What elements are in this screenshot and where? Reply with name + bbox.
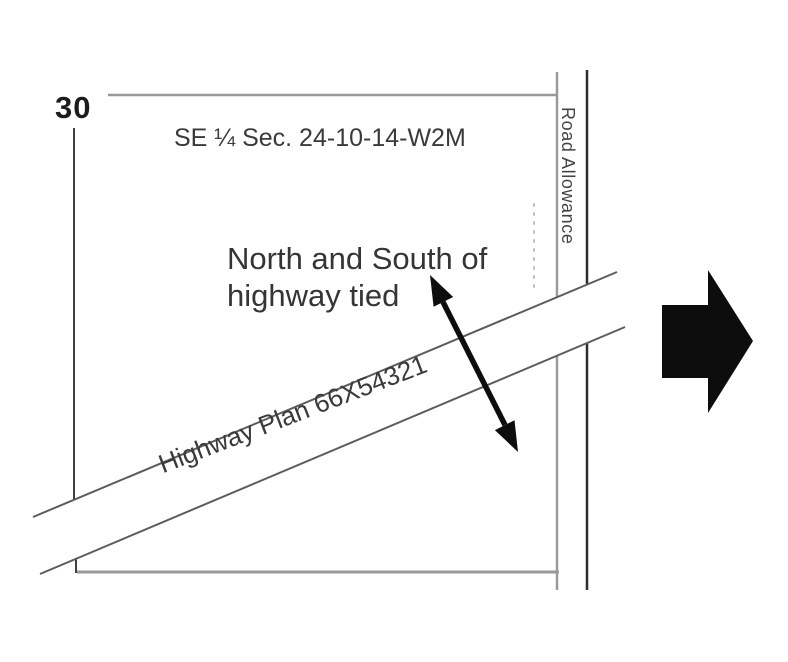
right-arrow-icon[interactable] — [662, 270, 753, 413]
double-arrow-shaft — [440, 300, 508, 427]
section-label: SE ¼ Sec. 24-10-14-W2M — [174, 124, 466, 152]
double-headed-arrow-icon — [430, 275, 518, 452]
double-arrow-head-north — [430, 275, 454, 307]
highway-north-edge-line — [32, 271, 618, 518]
highway-tie-note: North and South of highway tied — [227, 241, 488, 313]
double-arrow-head-south — [494, 420, 518, 452]
road-allowance-label: Road Allowance — [558, 107, 578, 245]
township-label: 30 — [55, 90, 92, 125]
highway-south-edge-line — [39, 326, 626, 575]
